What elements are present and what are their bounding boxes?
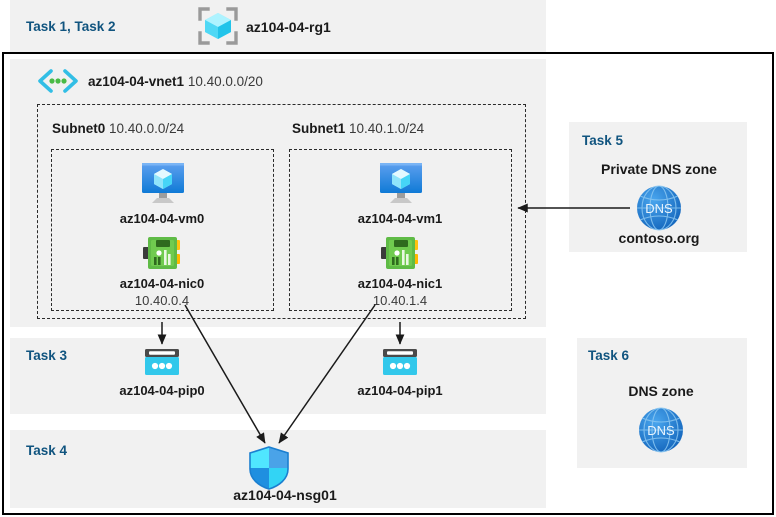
task6-label: Task 6 [588, 348, 630, 363]
virtual-machine-icon [376, 160, 426, 206]
pip0-name: az104-04-pip0 [119, 383, 205, 398]
resource-group-name: az104-04-rg1 [246, 19, 331, 35]
public-ip-address-icon [381, 348, 419, 378]
dns-zone-icon: DNS [634, 405, 688, 455]
vm0-name: az104-04-vm0 [119, 211, 205, 226]
subnet0-name: Subnet0 [52, 121, 106, 136]
network-security-group-icon [247, 445, 291, 491]
vm1-name: az104-04-vm1 [357, 211, 443, 226]
subnet1-title: Subnet1 10.40.1.0/24 [292, 121, 424, 136]
task3-panel [10, 338, 546, 414]
task5-heading: Private DNS zone [601, 161, 717, 177]
vnet-panel [10, 59, 546, 327]
vnet-title: az104-04-vnet1 10.40.0.0/20 [88, 74, 263, 89]
subnet1-box [289, 149, 512, 311]
task1-task2-panel [10, 0, 546, 52]
task6-heading: DNS zone [628, 383, 694, 399]
virtual-network-icon [36, 68, 80, 94]
task5-zone-name: contoso.org [618, 230, 700, 246]
task5-label: Task 5 [582, 133, 624, 148]
nic1-ip: 10.40.1.4 [372, 293, 428, 308]
virtual-machine-icon [138, 160, 188, 206]
network-interface-icon [381, 235, 421, 273]
dns-zone-icon: DNS [632, 183, 686, 233]
subnet0-box [51, 149, 274, 311]
task1-task2-label: Task 1, Task 2 [26, 19, 116, 34]
diagram-outer-frame [2, 52, 774, 515]
nsg-name: az104-04-nsg01 [233, 487, 337, 503]
resource-group-icon [196, 6, 240, 46]
pip1-name: az104-04-pip1 [357, 383, 443, 398]
task3-label: Task 3 [26, 348, 68, 363]
nic0-name: az104-04-nic0 [119, 276, 205, 291]
svg-text:DNS: DNS [647, 423, 675, 438]
nic0-ip: 10.40.0.4 [134, 293, 190, 308]
network-interface-icon [143, 235, 183, 273]
subnet0-title: Subnet0 10.40.0.0/24 [52, 121, 184, 136]
task4-label: Task 4 [26, 443, 68, 458]
svg-text:DNS: DNS [645, 201, 673, 216]
subnet1-cidr: 10.40.1.0/24 [349, 121, 425, 136]
subnet0-cidr: 10.40.0.0/24 [109, 121, 185, 136]
vnet-cidr: 10.40.0.0/20 [187, 74, 263, 89]
public-ip-address-icon [143, 348, 181, 378]
vnet-name: az104-04-vnet1 [88, 74, 185, 89]
subnet1-name: Subnet1 [292, 121, 346, 136]
nic1-name: az104-04-nic1 [357, 276, 443, 291]
